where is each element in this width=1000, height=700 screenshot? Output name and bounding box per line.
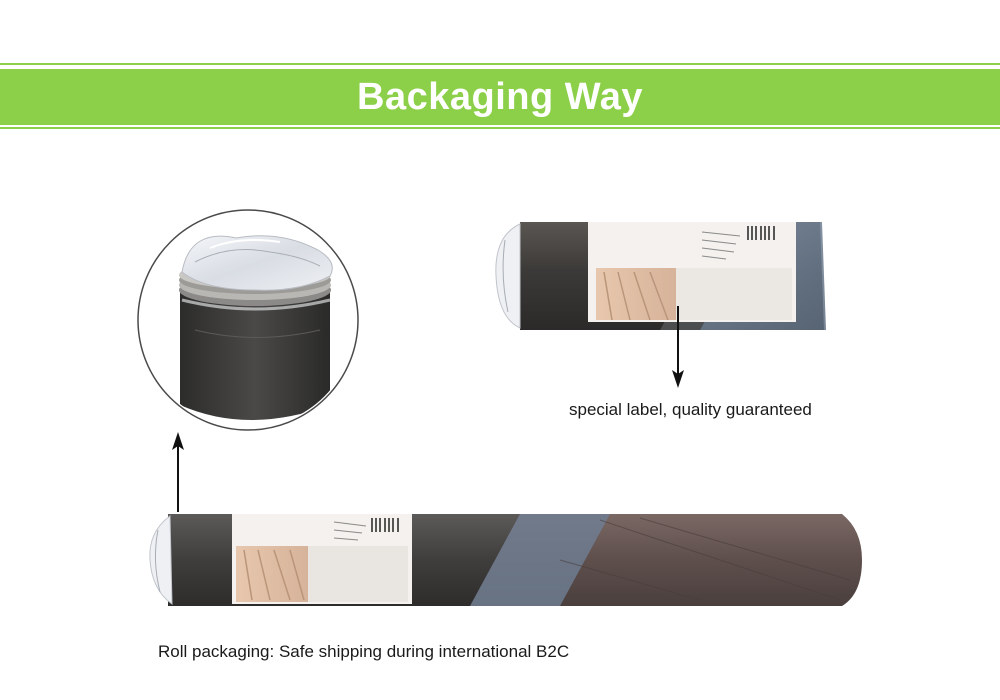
arrow-up-icon (172, 432, 184, 512)
header-banner: Backaging Way (0, 63, 1000, 129)
banner-top-line (0, 63, 1000, 65)
arrow-down-icon (672, 306, 684, 388)
roll-closeup-circle (137, 209, 359, 431)
page-title: Backaging Way (357, 75, 643, 118)
banner-band: Backaging Way (0, 69, 1000, 125)
large-roll-image (149, 514, 862, 606)
label-caption: special label, quality guaranteed (569, 400, 812, 419)
small-roll-image (495, 222, 826, 330)
roll-caption: Roll packaging: Safe shipping during int… (158, 642, 570, 661)
banner-bottom-line (0, 127, 1000, 129)
